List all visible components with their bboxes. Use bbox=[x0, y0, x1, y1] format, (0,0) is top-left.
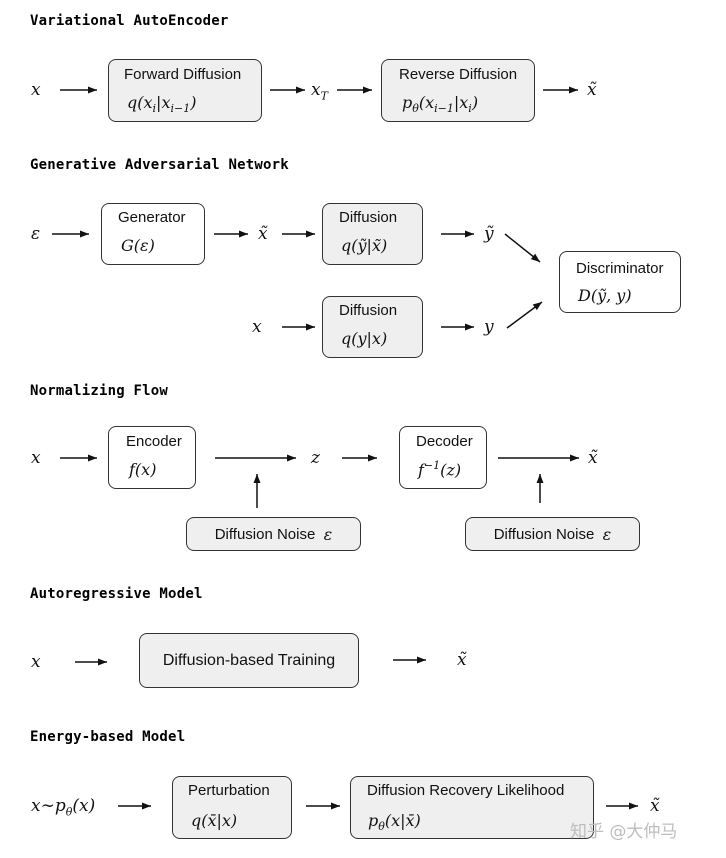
nf-decoder-box: Decoder f−1(z) bbox=[399, 426, 487, 489]
gan-section-title: Generative Adversarial Network bbox=[30, 157, 289, 173]
gan-discriminator-title: Discriminator bbox=[576, 260, 664, 277]
gan-input-eps: ε bbox=[31, 224, 41, 244]
ar-training-label: Diffusion-based Training bbox=[162, 651, 336, 669]
vae-forward-diffusion-box: Forward Diffusion q(xi|xi−1) bbox=[108, 59, 262, 122]
nf-noise-right-label: Diffusion Noise bbox=[493, 525, 595, 543]
ebm-section-title: Energy-based Model bbox=[30, 729, 186, 745]
nf-noise-right-symbol: ε bbox=[602, 524, 612, 544]
ar-section-title: Autoregressive Model bbox=[30, 586, 203, 602]
vae-xt: xT bbox=[311, 80, 328, 103]
vae-section-title: Variational AutoEncoder bbox=[30, 13, 229, 29]
nf-noise-right-content: Diffusion Noise ε bbox=[466, 518, 639, 550]
gan-diffusion-bottom-box: Diffusion q(y|x) bbox=[322, 296, 423, 358]
vae-input-x: x bbox=[31, 80, 41, 100]
nf-noise-left-box: Diffusion Noise ε bbox=[186, 517, 361, 551]
ar-input-x: x bbox=[31, 652, 41, 672]
arrow-gan-y-to-discriminator bbox=[506, 301, 543, 329]
nf-encoder-title: Encoder bbox=[126, 433, 182, 450]
ebm-recovery-box: Diffusion Recovery Likelihood pθ(x|x̄) bbox=[350, 776, 594, 839]
ebm-perturbation-title: Perturbation bbox=[188, 782, 270, 799]
gan-diffusion-top-formula: q(ỹ|x̃) bbox=[341, 236, 388, 255]
ebm-perturbation-formula: q(x̄|x) bbox=[191, 811, 238, 830]
ebm-recovery-formula: pθ(x|x̄) bbox=[368, 811, 421, 834]
nf-encoder-formula: f(x) bbox=[129, 460, 157, 479]
gan-generator-formula: G(ε) bbox=[121, 236, 155, 255]
gan-diffusion-top-box: Diffusion q(ỹ|x̃) bbox=[322, 203, 423, 265]
nf-encoder-box: Encoder f(x) bbox=[108, 426, 196, 489]
gan-xtilde: x̃ bbox=[258, 224, 268, 244]
gan-ytilde: ỹ bbox=[484, 224, 494, 244]
gan-discriminator-box: Discriminator D(ỹ, y) bbox=[559, 251, 681, 313]
nf-decoder-title: Decoder bbox=[416, 433, 473, 450]
gan-diffusion-bottom-formula: q(y|x) bbox=[341, 329, 388, 348]
vae-forward-formula: q(xi|xi−1) bbox=[127, 93, 197, 116]
vae-reverse-formula: pθ(xi−1|xi) bbox=[402, 93, 479, 116]
watermark: 知乎 @大仲马 bbox=[570, 822, 678, 842]
gan-y: y bbox=[484, 317, 494, 337]
nf-output-xtilde: x̃ bbox=[588, 448, 598, 468]
vae-forward-title: Forward Diffusion bbox=[124, 66, 242, 83]
ebm-output-xtilde: x̃ bbox=[650, 796, 660, 816]
vae-reverse-diffusion-box: Reverse Diffusion pθ(xi−1|xi) bbox=[381, 59, 535, 122]
gan-diffusion-top-title: Diffusion bbox=[339, 209, 398, 226]
ar-output-xtilde: x̃ bbox=[457, 650, 467, 670]
nf-noise-left-label: Diffusion Noise bbox=[214, 525, 316, 543]
vae-output-xtilde: x̃ bbox=[587, 80, 597, 100]
nf-noise-left-content: Diffusion Noise ε bbox=[187, 518, 360, 550]
nf-noise-left-symbol: ε bbox=[323, 524, 333, 544]
ebm-recovery-title: Diffusion Recovery Likelihood bbox=[367, 782, 565, 799]
gan-generator-title: Generator bbox=[118, 209, 186, 226]
ebm-perturbation-box: Perturbation q(x̄|x) bbox=[172, 776, 292, 839]
nf-decoder-formula: f−1(z) bbox=[418, 459, 462, 480]
nf-section-title: Normalizing Flow bbox=[30, 383, 169, 399]
nf-z: z bbox=[311, 448, 320, 468]
ebm-input: x∼pθ(x) bbox=[31, 796, 96, 819]
vae-reverse-title: Reverse Diffusion bbox=[399, 66, 518, 83]
nf-noise-right-box: Diffusion Noise ε bbox=[465, 517, 640, 551]
gan-diffusion-bottom-title: Diffusion bbox=[339, 302, 398, 319]
nf-input-x: x bbox=[31, 448, 41, 468]
gan-x: x bbox=[252, 317, 262, 337]
gan-generator-box: Generator G(ε) bbox=[101, 203, 205, 265]
gan-discriminator-formula: D(ỹ, y) bbox=[578, 286, 632, 305]
ar-training-box: Diffusion-based Training bbox=[139, 633, 359, 688]
arrow-gan-ytilde-to-discriminator bbox=[504, 233, 541, 263]
